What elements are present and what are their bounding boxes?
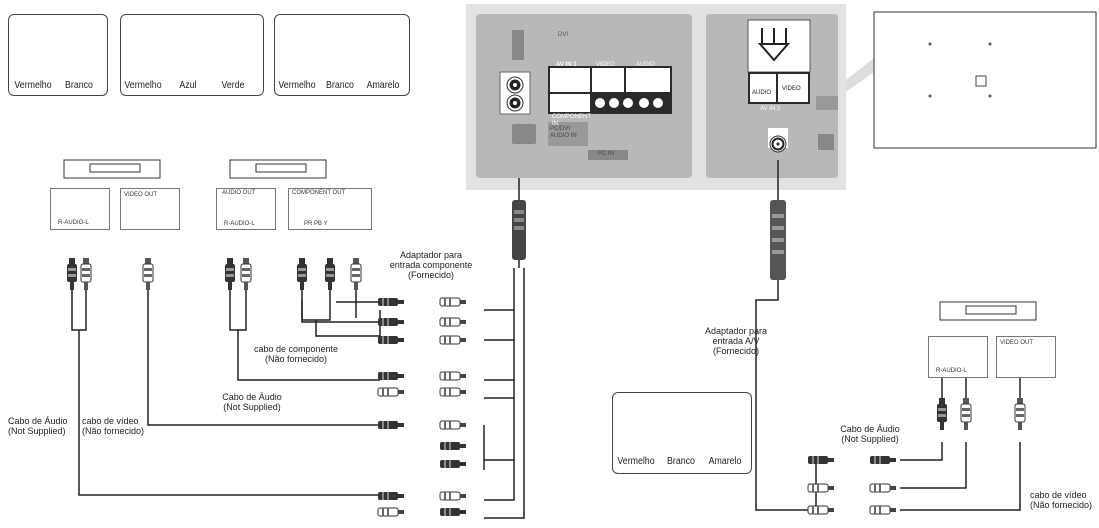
audio-cable-left-label: Cabo de Áudio (Not Supplied) [8,416,68,436]
legend-label-white: Branco [65,80,93,91]
device-audio-out-box [928,336,988,378]
device-video-out-box [996,336,1056,378]
legend-label-red: Vermelho [617,456,655,467]
audio-cable-right-label: Cabo de Áudio (Not Supplied) [840,424,900,444]
adapter-component-label: Adaptador para entrada componente (Forne… [389,250,473,280]
video-cable-left-label: cabo de vídeo (Não fornecido) [82,416,145,436]
legend-label-white: Branco [326,80,354,91]
legend-label-red: Vermelho [124,80,162,91]
tv-audio-label: AUDIO [636,62,656,68]
device-component-out-box [288,188,372,230]
color-legend-audio [8,14,108,96]
tv-video-label: VIDEO [596,62,615,68]
video-cable-right-label: cabo de vídeo (Não fornecido) [1030,490,1093,510]
device-component-out-label: COMPONENT OUT [292,190,346,196]
device-title: Dispositivo [154,118,251,140]
device-audio-out-label: R-AUDIO-L [936,368,967,374]
audio-cable-mid-label: Cabo de Áudio (Not Supplied) [222,392,282,412]
device-audio-out-label: AUDIO OUT [222,190,256,196]
legend-label-white: Branco [667,456,695,467]
device-video-out-box [120,188,180,230]
component-cable-label: cabo de componente (Não fornecido) [253,344,339,364]
color-legend-av-right [612,392,752,474]
tv-dvi-label: DVI [558,32,569,38]
legend-label-red: Vermelho [278,80,316,91]
tv-right-audio-label: AUDIO [752,90,772,96]
device-title: Dispositivo [62,118,159,140]
legend-label-red: Vermelho [14,80,52,91]
tv-right-video-label: VIDEO [782,86,801,92]
device-title: Dispositivo [940,264,1037,286]
device-video-out-label: VIDEO OUT [1000,340,1034,346]
device-audio-out-box [50,188,110,230]
tv-av-in-1-label: AV IN 1 [556,62,577,68]
legend-label-yellow: Amarelo [366,80,400,91]
device-video-out-label: VIDEO OUT [124,192,158,198]
color-legend-component [120,14,264,96]
device-icons [63,159,1037,321]
tv-pc-audio-label: PC/DVI AUDIO IN [550,126,577,139]
device-audio-out-box [216,188,276,230]
legend-label-green: Verde [221,80,245,91]
device-audio-out-label: R-AUDIO-L [58,220,89,226]
color-legend-av [274,14,410,96]
legend-label-yellow: Amarelo [708,456,742,467]
adapter-av-label: Adaptador para entrada A/V (Fornecido) [704,326,768,356]
tv-pc-label: PC IN [598,151,615,157]
device-audio-sub-label: R-AUDIO-L [224,221,255,227]
tv-component-label: COMPONENT IN [552,114,591,127]
device-component-sub-label: PR PB Y [304,221,328,227]
tv-av-in-2-label: AV IN 2 [760,106,781,112]
legend-label-blue: Azul [179,80,197,91]
